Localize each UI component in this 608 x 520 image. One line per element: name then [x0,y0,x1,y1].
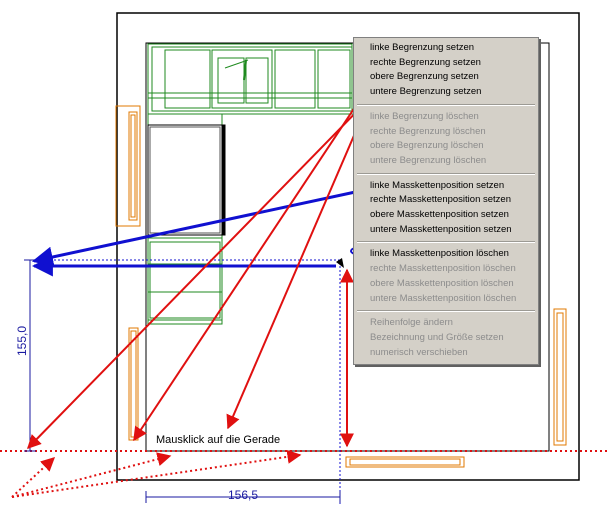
red-dotted-arrows [11,449,302,498]
menu-item[interactable]: linke Masskettenposition löschen [370,248,509,260]
menu-item[interactable]: Bezeichnung und Größe setzen [370,331,504,343]
horizontal-dimension-label: 156,5 [228,488,259,502]
menu-item[interactable]: untere Masskettenposition setzen [370,223,512,235]
menu-item[interactable]: rechte Masskettenposition setzen [370,194,511,206]
menu-separator [357,172,535,175]
room-outline [116,12,580,481]
menu-separator [357,241,535,244]
menu-item[interactable]: linke Begrenzung setzen [370,42,475,53]
menu-item[interactable]: untere Begrenzung setzen [370,86,482,98]
blue-arrow-diagonal [31,189,361,268]
corner-marker [336,258,344,268]
menu-item[interactable]: numerisch verschieben [370,346,468,358]
menu-item[interactable]: rechte Begrenzung löschen [370,125,486,137]
top-cabinet-row[interactable] [147,43,353,115]
menu-item[interactable]: linke Masskettenposition setzen [370,179,505,191]
left-cabinet-column[interactable] [147,113,226,325]
menu-item[interactable]: obere Begrenzung löschen [370,140,484,152]
appliance-left-lower[interactable] [128,327,139,441]
menu-item[interactable]: obere Masskettenposition setzen [370,209,509,220]
menu-item[interactable]: linke Begrenzung löschen [370,110,479,122]
vertical-dimension-label: 155,0 [15,325,29,356]
context-menu: linke Begrenzung setzen rechte Begrenzung… [353,37,539,365]
menu-item[interactable]: obere Begrenzung setzen [370,71,479,83]
hint-label: Mausklick auf die Gerade [156,434,281,446]
room-inner-wall [145,42,550,452]
menu-separator [357,310,535,313]
menu-separator [357,103,535,106]
red-arrow-3 [133,91,366,442]
menu-item[interactable]: Reihenfolge ändern [370,317,453,329]
appliance-left-upper[interactable] [115,105,141,227]
menu-item[interactable]: obere Masskettenposition löschen [370,277,514,289]
appliance-right[interactable] [553,308,567,446]
menu-item[interactable]: untere Masskettenposition löschen [370,292,517,304]
menu-item[interactable]: rechte Begrenzung setzen [370,56,481,68]
appliance-bottom[interactable] [345,456,465,468]
menu-item[interactable]: untere Begrenzung löschen [370,154,487,166]
menu-item[interactable]: rechte Masskettenposition löschen [370,263,516,275]
horizontal-dimension [145,491,341,503]
red-arrow-2 [226,109,366,430]
red-arrow-1 [27,99,369,450]
